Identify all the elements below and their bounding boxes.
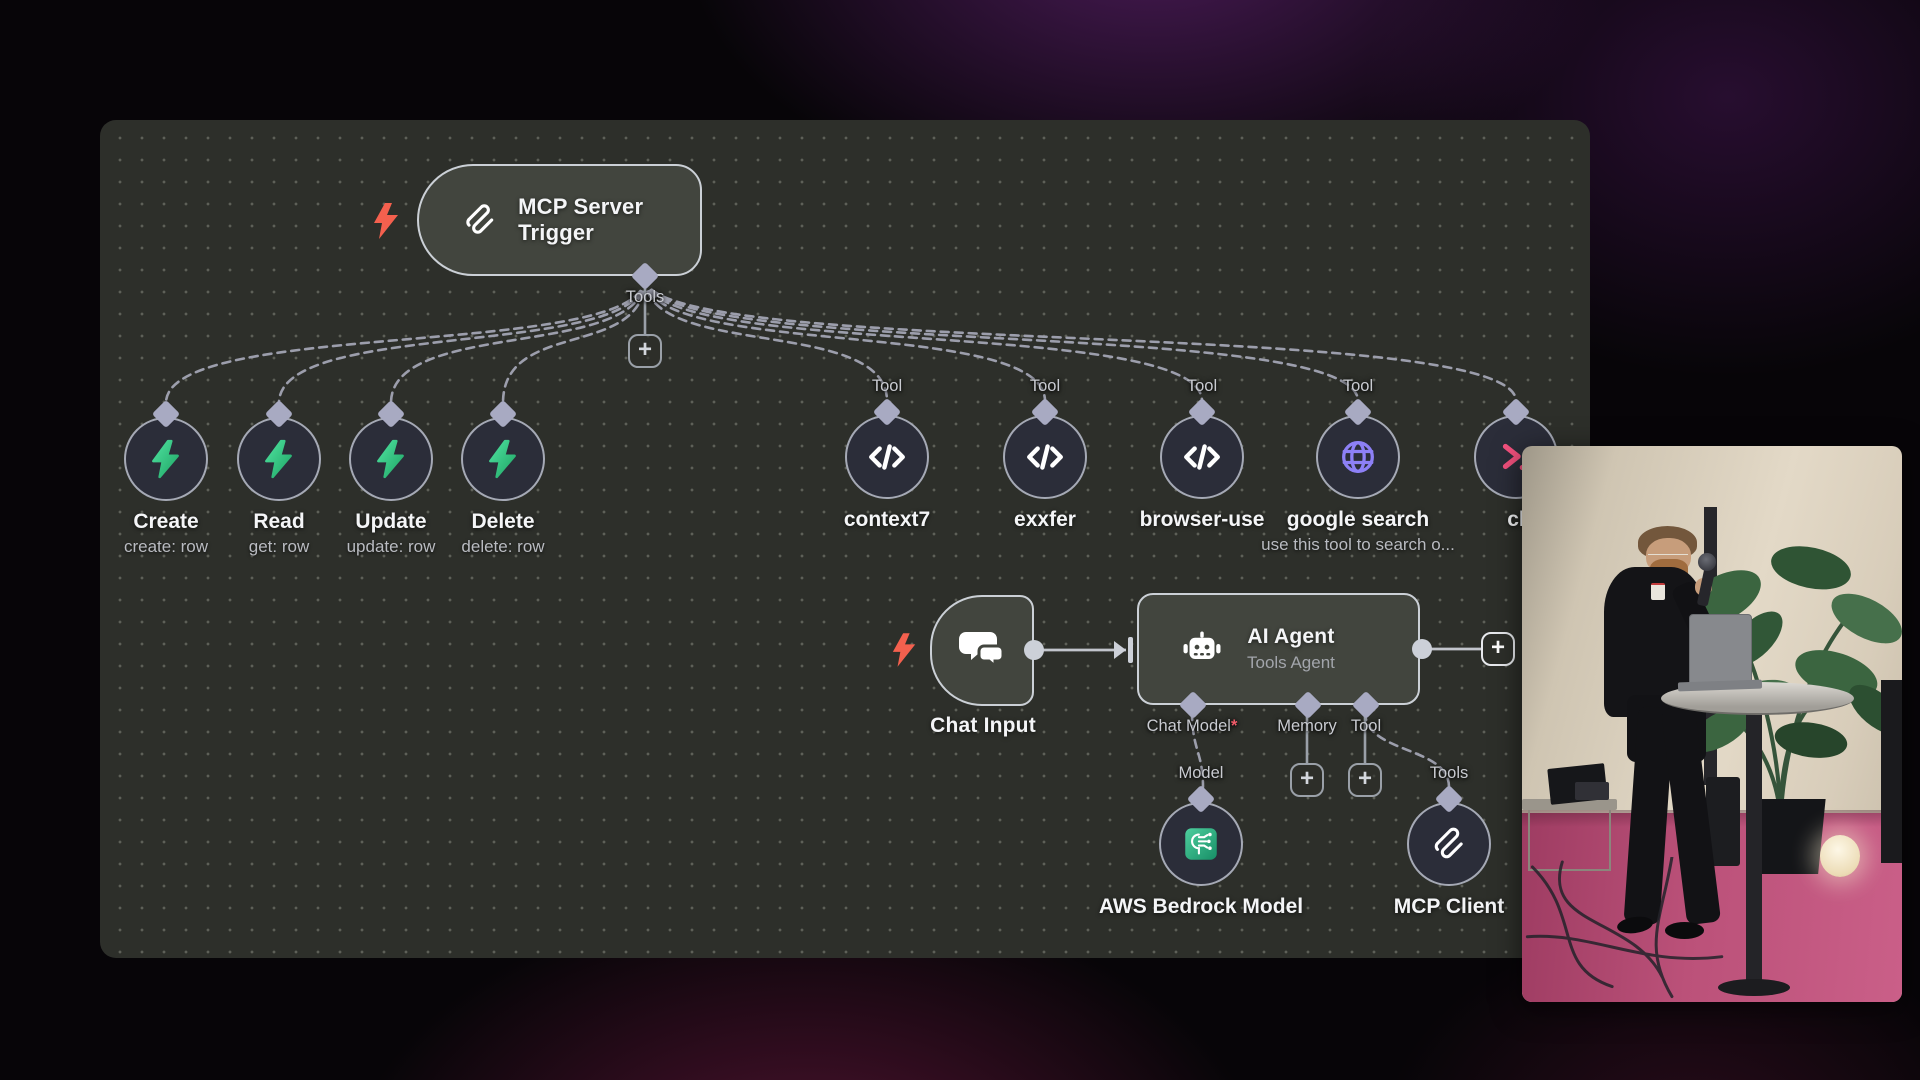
agent-sub-connections: [1190, 710, 1451, 789]
node-create[interactable]: Create create: row: [100, 399, 296, 557]
agent-input-arrow: [1114, 641, 1126, 659]
robot-icon: [1183, 631, 1221, 659]
node-browser-use[interactable]: Tool browser-use: [1072, 377, 1332, 532]
code-icon: [1184, 444, 1220, 470]
node-label: Update: [355, 510, 427, 533]
presenter-glasses: [1648, 548, 1689, 555]
node-mcp-client-circle[interactable]: [1407, 802, 1491, 886]
node-aws-bedrock-model[interactable]: Model AWS Bedrock Model: [1071, 764, 1331, 919]
trigger-bolt-icon: [374, 203, 398, 239]
supabase-bolt-icon: [377, 439, 404, 479]
equipment-table-frame: [1527, 810, 1612, 872]
egg-lamp: [1820, 835, 1861, 877]
node-delete-circle[interactable]: [461, 417, 545, 501]
supabase-bolt-icon: [152, 439, 179, 479]
microphone-head: [1697, 552, 1717, 571]
chat-trigger-bolt-icon: [892, 633, 916, 667]
bedrock-icon: [1185, 828, 1217, 860]
chat-input-label: Chat Input: [930, 714, 1036, 737]
node-mcp-client[interactable]: Tools MCP Client: [1319, 764, 1579, 919]
node-label: google search: [1286, 508, 1430, 531]
node-exxfer[interactable]: Tool exxfer: [915, 377, 1175, 532]
agent-text-block: AI Agent Tools Agent: [1247, 625, 1335, 673]
node-create-circle[interactable]: [124, 417, 208, 501]
chat-model-text: Chat Model: [1146, 717, 1231, 735]
node-google-search-circle[interactable]: [1316, 415, 1400, 499]
chat-input-output-port[interactable]: [1024, 640, 1044, 660]
agent-output-port[interactable]: [1412, 639, 1432, 659]
node-context7-circle[interactable]: [845, 415, 929, 499]
supabase-bolt-icon: [489, 439, 516, 479]
model-port-label: Model: [1178, 764, 1224, 782]
node-label: context7: [843, 508, 931, 531]
trigger-tool-connections: [164, 276, 1518, 405]
node-sublabel: get: row: [248, 537, 310, 556]
node-label: browser-use: [1139, 508, 1265, 531]
lectern-base: [1717, 978, 1790, 996]
agent-add-next-button[interactable]: +: [1481, 632, 1515, 666]
workflow-canvas[interactable]: MCP Server Trigger Tools + Create create…: [100, 120, 1590, 958]
right-speaker: [1881, 679, 1902, 863]
agent-subtitle: Tools Agent: [1247, 653, 1335, 672]
node-read[interactable]: Read get: row: [149, 399, 409, 557]
node-label: Delete: [471, 510, 535, 533]
node-label: AWS Bedrock Model: [1098, 895, 1304, 918]
equipment-table: [1522, 799, 1617, 811]
agent-tool-port-label: Tool: [1350, 717, 1382, 735]
globe-icon: [1342, 441, 1374, 473]
node-exxfer-circle[interactable]: [1003, 415, 1087, 499]
agent-add-tool-button[interactable]: +: [1348, 763, 1382, 797]
node-bedrock-circle[interactable]: [1159, 802, 1243, 886]
presenter-laptop-screen: [1689, 614, 1752, 685]
port-stub-lines: [643, 282, 1367, 764]
node-chat-input[interactable]: [930, 595, 1034, 706]
trigger-label: MCP Server Trigger: [518, 194, 644, 245]
node-label: Read: [253, 510, 305, 533]
node-delete[interactable]: Delete delete: row: [373, 399, 633, 557]
code-icon: [1027, 444, 1063, 470]
agent-title: AI Agent: [1247, 625, 1335, 648]
presenter-shoe-right: [1664, 921, 1705, 940]
audio-mixer: [1575, 782, 1610, 801]
node-sublabel: use this tool to search o...: [1261, 535, 1455, 554]
node-context7[interactable]: Tool context7: [757, 377, 1017, 532]
node-label: MCP Client: [1393, 895, 1505, 918]
trigger-add-tool-button[interactable]: +: [628, 334, 662, 368]
agent-memory-port-label: Memory: [1277, 717, 1337, 735]
tools-port-label: Tools: [1429, 764, 1469, 782]
trigger-tools-port-label: Tools: [625, 288, 665, 306]
agent-input-port[interactable]: [1128, 637, 1133, 663]
node-sublabel: update: row: [346, 537, 436, 556]
code-icon: [869, 444, 905, 470]
lectern-pedestal: [1746, 710, 1763, 989]
agent-chat-model-port-label: Chat Model*: [1147, 717, 1238, 736]
name-badge: [1651, 582, 1665, 600]
node-sublabel: create: row: [123, 537, 209, 556]
presenter-video: [1522, 446, 1902, 1002]
node-ai-agent[interactable]: AI Agent Tools Agent: [1137, 593, 1420, 705]
tool-port-label: Tool: [1186, 377, 1218, 395]
node-label: Create: [133, 510, 199, 533]
main-flow-lines: [1034, 647, 1482, 652]
tool-port-label: Tool: [871, 377, 903, 395]
tool-port-label: Tool: [1342, 377, 1374, 395]
node-mcp-server-trigger[interactable]: MCP Server Trigger: [417, 164, 702, 276]
agent-add-memory-button[interactable]: +: [1290, 763, 1324, 797]
mcp-icon: [466, 204, 494, 234]
mcp-icon: [1434, 827, 1463, 859]
node-label: cl: [1507, 508, 1525, 531]
required-asterisk: *: [1230, 717, 1238, 735]
node-sublabel: delete: row: [461, 537, 545, 556]
node-browser-use-circle[interactable]: [1160, 415, 1244, 499]
node-label: exxfer: [1014, 508, 1076, 531]
node-update[interactable]: Update update: row: [261, 399, 521, 557]
supabase-bolt-icon: [265, 439, 292, 479]
plant-pot: [1750, 799, 1826, 875]
tool-port-label: Tool: [1029, 377, 1061, 395]
chat-bubbles-icon: [959, 631, 1005, 669]
floor-cables: [1525, 857, 1724, 999]
node-google-search[interactable]: Tool google search use this tool to sear…: [1228, 377, 1488, 555]
connections-layer: [164, 276, 1518, 789]
